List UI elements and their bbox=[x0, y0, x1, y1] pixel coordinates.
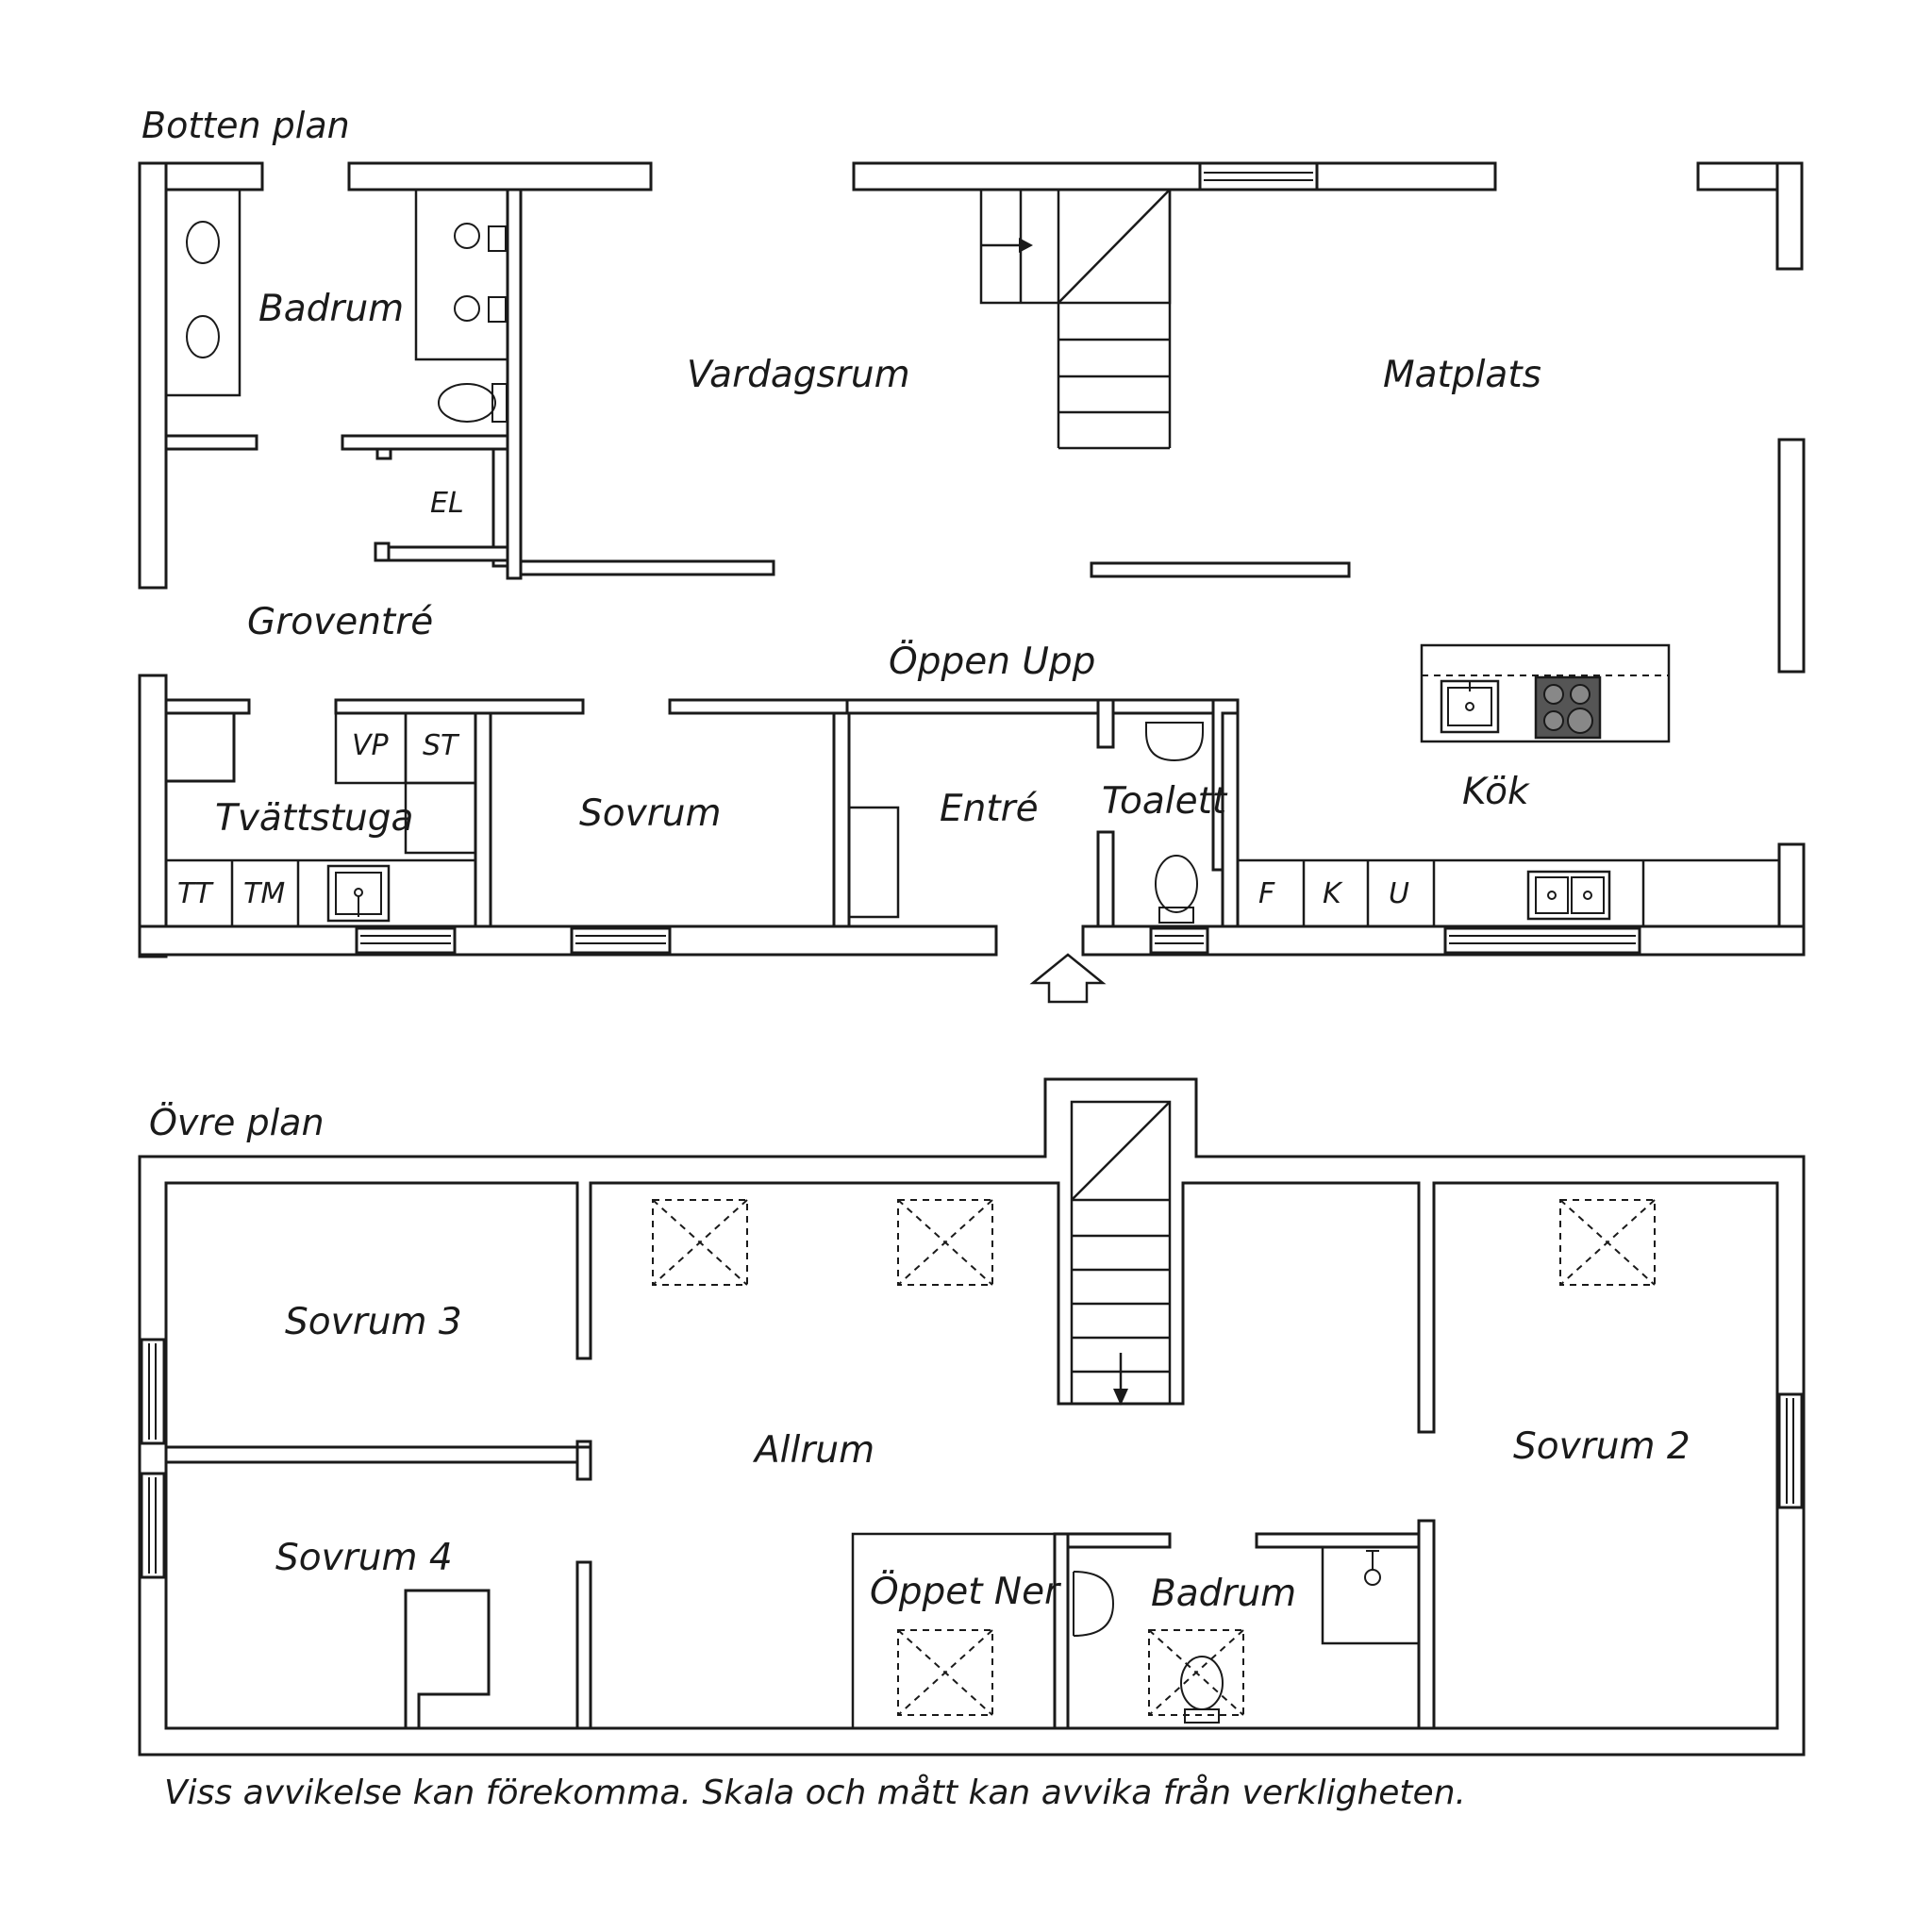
upper-floor-plan bbox=[138, 1077, 1806, 1757]
upper-floor-heading: Övre plan bbox=[149, 1102, 325, 1143]
room-label-sovrum-3: Sovrum 3 bbox=[285, 1301, 462, 1343]
cabinet-label-vp: VP bbox=[352, 729, 390, 762]
room-label-toalett: Toalett bbox=[1102, 780, 1228, 823]
room-label-allrum: Allrum bbox=[752, 1429, 874, 1472]
room-label-badrum-upper: Badrum bbox=[1151, 1573, 1296, 1615]
room-label-vardagsrum: Vardagsrum bbox=[687, 354, 910, 396]
room-label-groventre: Groventré bbox=[247, 601, 433, 643]
room-label-badrum: Badrum bbox=[258, 288, 404, 330]
appliance-label-tt: TT bbox=[177, 877, 214, 910]
ground-floor-plan bbox=[138, 161, 1806, 1004]
ground-floor-heading: Botten plan bbox=[142, 105, 350, 146]
room-label-el: EL bbox=[430, 487, 464, 520]
room-label-sovrum-4: Sovrum 4 bbox=[275, 1537, 453, 1579]
cabinet-label-st: ST bbox=[423, 729, 460, 762]
disclaimer-text: Viss avvikelse kan förekomma. Skala och … bbox=[164, 1774, 1466, 1812]
room-label-oppet-ner: Öppet Ner bbox=[870, 1570, 1062, 1613]
room-label-tvattstuga: Tvättstuga bbox=[215, 797, 413, 840]
appliance-label-f: F bbox=[1258, 877, 1275, 910]
room-label-oppen-upp: Öppen Upp bbox=[889, 640, 1095, 683]
room-label-matplats: Matplats bbox=[1383, 354, 1541, 396]
room-label-sovrum-2: Sovrum 2 bbox=[1513, 1425, 1690, 1468]
room-label-sovrum: Sovrum bbox=[579, 792, 721, 835]
appliance-label-tm: TM bbox=[243, 877, 285, 910]
room-label-kok: Kök bbox=[1462, 771, 1530, 813]
appliance-label-u: U bbox=[1389, 877, 1409, 910]
room-label-entre: Entré bbox=[940, 788, 1039, 830]
appliance-label-k: K bbox=[1323, 877, 1343, 910]
entrance-arrow-icon bbox=[1029, 953, 1107, 1004]
